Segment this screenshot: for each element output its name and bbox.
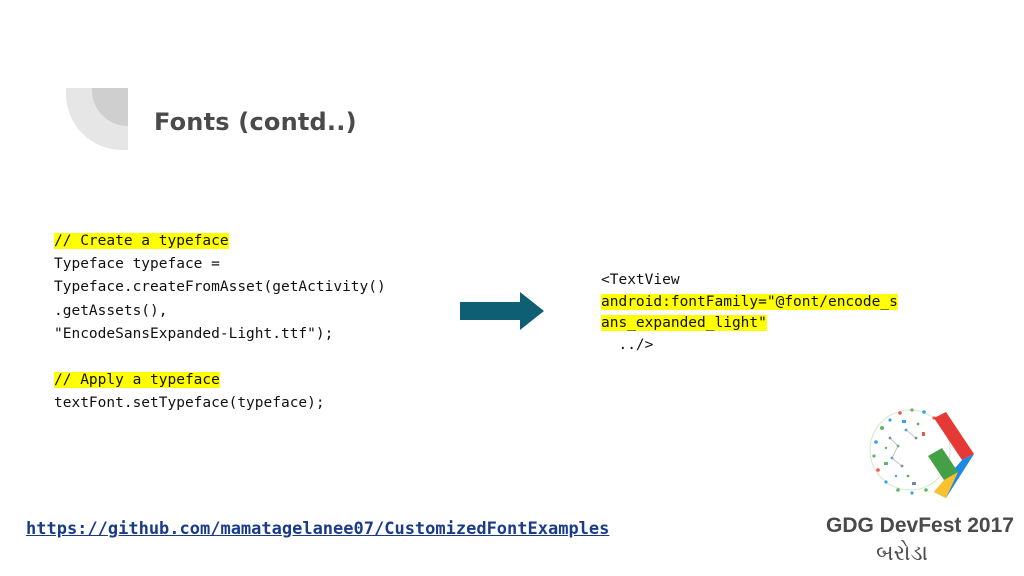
- code-line: Typeface.createFromAsset(getActivity(): [54, 276, 386, 299]
- code-line: "EncodeSansExpanded-Light.ttf");: [54, 323, 386, 346]
- code-line: [54, 346, 386, 369]
- code-line-text: Typeface typeface =: [54, 256, 220, 273]
- code-line-text: android:fontFamily="@font/encode_s: [601, 293, 898, 310]
- gdg-logo-icon: [869, 408, 974, 498]
- code-line-text: ans_expanded_light": [601, 315, 767, 331]
- code-line: Typeface typeface =: [54, 253, 386, 276]
- corner-decoration-icon: [66, 88, 128, 150]
- code-line-text: textFont.setTypeface(typeface);: [54, 395, 325, 412]
- xml-code-block: <TextView android:fontFamily="@font/encod…: [601, 270, 898, 356]
- right-arrow-icon: [460, 292, 544, 330]
- code-line-text: Typeface.createFromAsset(getActivity(): [54, 279, 386, 296]
- code-line-text: ../>: [601, 336, 654, 353]
- code-line-text: // Apply a typeface: [54, 372, 220, 389]
- code-line: android:fontFamily="@font/encode_s: [601, 292, 898, 314]
- page-title: Fonts (contd..): [154, 108, 357, 136]
- event-city: બરોડા: [876, 541, 929, 566]
- code-line: // Create a typeface: [54, 230, 386, 253]
- code-line-text: // Create a typeface: [54, 233, 229, 249]
- code-line-text: .getAssets(),: [54, 302, 168, 319]
- event-name: GDG DevFest 2017: [826, 514, 1014, 537]
- code-line: textFont.setTypeface(typeface);: [54, 392, 386, 415]
- code-line: <TextView: [601, 270, 898, 292]
- code-line-text: <TextView: [601, 272, 680, 288]
- code-line: .getAssets(),: [54, 300, 386, 323]
- code-line-text: "EncodeSansExpanded-Light.ttf");: [54, 325, 334, 342]
- code-line: ../>: [601, 335, 898, 357]
- code-line: // Apply a typeface: [54, 369, 386, 392]
- github-link[interactable]: https://github.com/mamatagelanee07/Custo…: [26, 519, 610, 539]
- code-line: ans_expanded_light": [601, 313, 898, 335]
